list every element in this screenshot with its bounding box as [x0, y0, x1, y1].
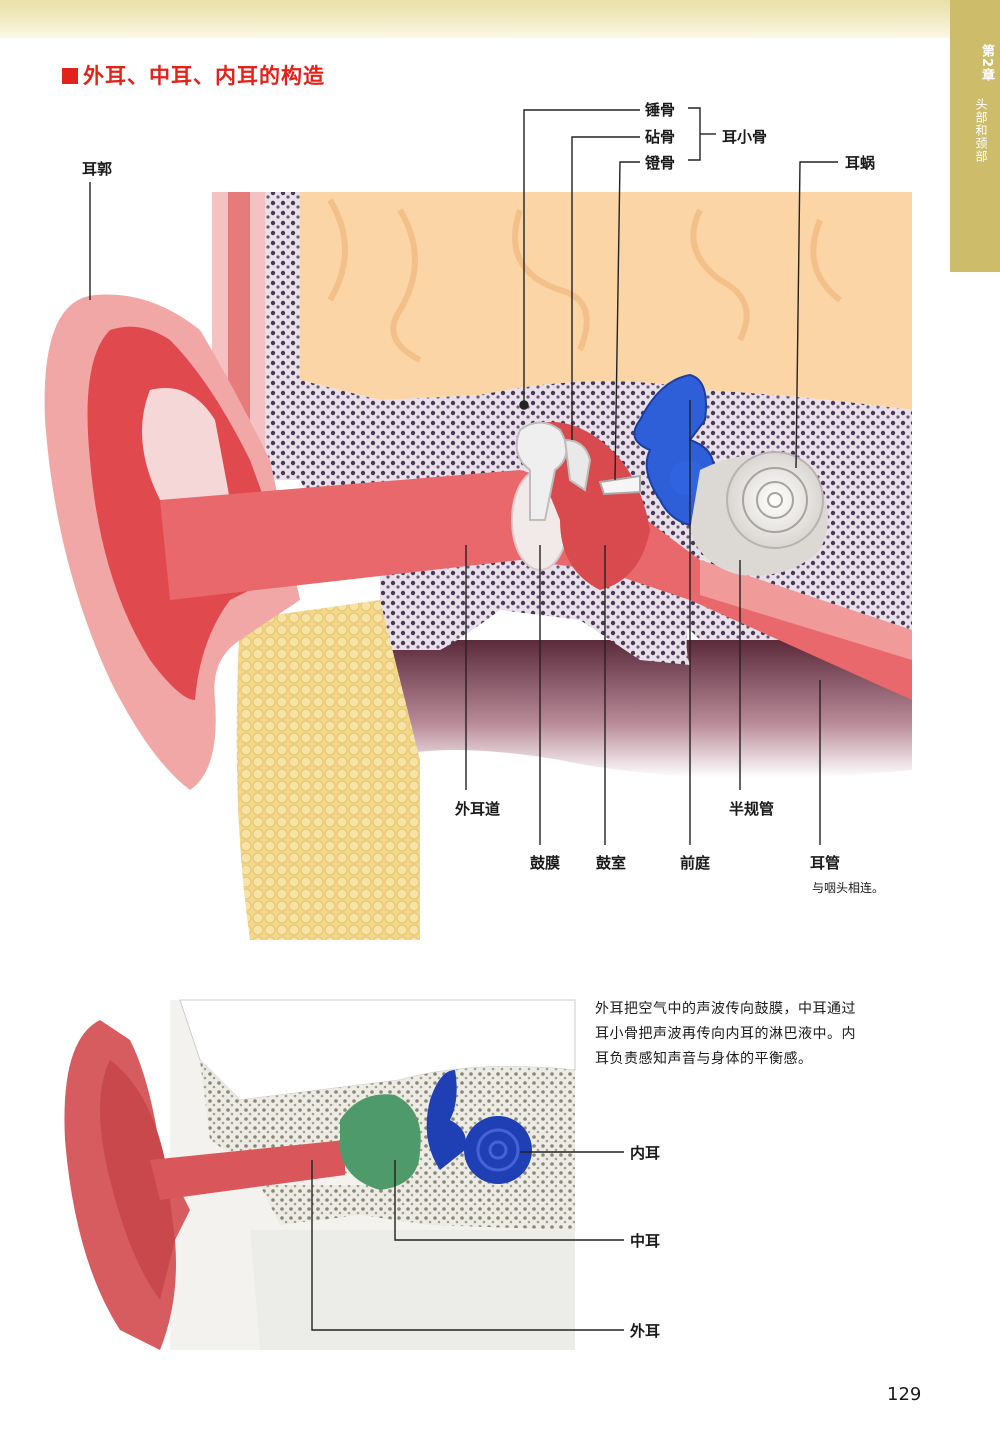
title-marker-icon — [62, 68, 78, 84]
label-vestibule: 前庭 — [680, 854, 711, 872]
stapes — [598, 474, 641, 496]
chapter-tab: 第2章 头部和颈部 — [950, 0, 1000, 272]
brain-region — [300, 192, 912, 410]
overview-diagram — [64, 999, 576, 1350]
cochlea-spiral-3 — [767, 492, 783, 508]
label-cochlea: 耳蜗 — [845, 154, 876, 172]
label-stapes: 镫骨 — [645, 154, 676, 172]
label-tympanic-cavity: 鼓室 — [596, 854, 627, 872]
label-malleus: 锤骨 — [645, 101, 676, 119]
chapter-name: 头部和颈部 — [974, 98, 988, 163]
cochlea-spiral-1 — [742, 467, 808, 533]
header-band — [0, 0, 1000, 38]
label-inner-ear: 内耳 — [630, 1144, 661, 1162]
brain-folds — [327, 198, 842, 363]
label-outer-ear: 外耳 — [630, 1322, 661, 1340]
malleus — [515, 421, 568, 521]
section-title: 外耳、中耳、内耳的构造 — [62, 60, 325, 90]
main-leader-lines — [89, 107, 838, 845]
label-eustachian-tube: 耳管 — [810, 854, 841, 872]
incus — [563, 438, 592, 492]
eustachian-tube — [700, 560, 912, 660]
note-eustachian-tube: 与咽头相连。 — [812, 881, 885, 895]
parotid-gland — [236, 600, 420, 940]
overview-leader-lines — [311, 1151, 624, 1331]
chapter-number: 第2章 — [979, 44, 994, 83]
lower-shadow — [380, 640, 912, 778]
label-semicircular-canals: 半规管 — [729, 800, 775, 818]
label-eardrum: 鼓膜 — [530, 854, 561, 872]
cochlea-spiral-2 — [756, 481, 794, 519]
ear-canal — [160, 470, 912, 700]
label-ear-canal: 外耳道 — [455, 800, 501, 818]
concha — [142, 388, 230, 500]
cochlea — [726, 451, 824, 549]
label-auricle: 耳郭 — [82, 160, 113, 178]
label-ossicles: 耳小骨 — [722, 128, 768, 146]
label-incus: 砧骨 — [645, 128, 676, 146]
page-number: 129 — [887, 1384, 922, 1405]
vestibule — [670, 460, 706, 496]
description-text: 外耳把空气中的声波传向鼓膜，中耳通过耳小骨把声波再传向内耳的淋巴液中。内耳负责感… — [595, 1001, 856, 1067]
label-middle-ear: 中耳 — [630, 1232, 661, 1250]
